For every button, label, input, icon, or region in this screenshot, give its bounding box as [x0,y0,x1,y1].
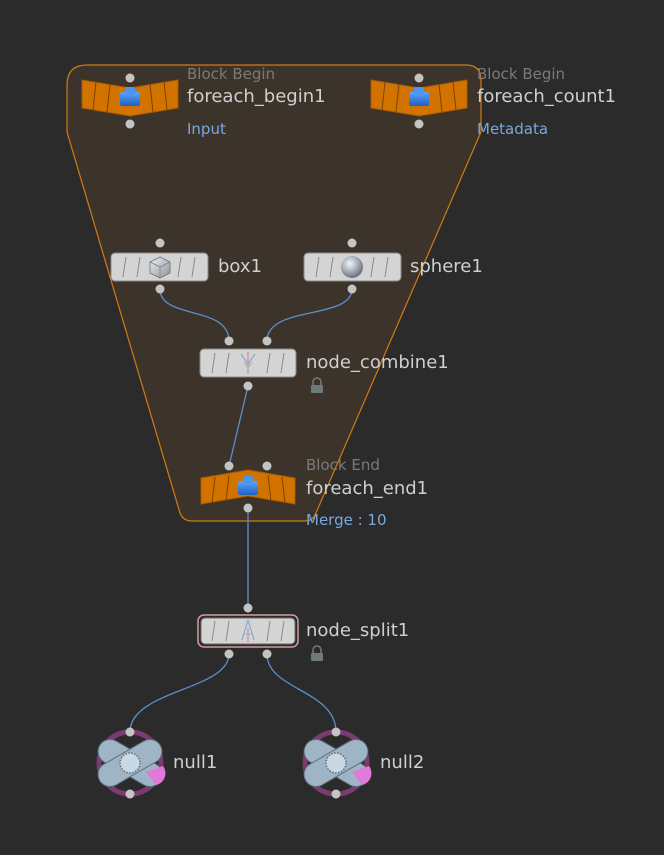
node-sphere1[interactable] [303,238,402,294]
node-foreach_end1[interactable] [200,461,296,513]
input-port[interactable] [331,727,341,737]
cube-stack-icon [238,476,258,495]
node-name-label[interactable]: node_combine1 [306,352,449,373]
wire-box1-node_combine1[interactable] [159,288,230,342]
node-type-label: Block Begin [187,65,276,83]
input-port[interactable] [347,238,357,248]
input-port-0[interactable] [224,461,234,471]
cube-stack-icon [409,87,429,106]
input-port[interactable] [125,727,135,737]
input-port[interactable] [125,73,135,83]
foreach-block-outline [66,64,482,522]
wires [129,288,353,733]
node-box1[interactable] [110,238,209,294]
node-null1[interactable] [94,727,167,799]
output-port[interactable] [331,789,341,799]
output-port[interactable] [243,503,253,513]
node-null2[interactable] [300,727,373,799]
node-name-label[interactable]: box1 [218,256,262,277]
input-port[interactable] [155,238,165,248]
output-port[interactable] [125,789,135,799]
output-port-0[interactable] [224,649,234,659]
lock-icon[interactable] [311,377,323,393]
split-icon [241,619,255,642]
null-icon [303,739,372,787]
node-name-label[interactable]: null1 [173,752,218,773]
wire-node_split1-null2[interactable] [266,653,337,733]
wire-node_combine1-foreach_end1[interactable] [228,385,249,467]
input-port[interactable] [414,73,424,83]
output-port[interactable] [414,119,424,129]
input-port-1[interactable] [262,461,272,471]
output-port[interactable] [243,381,253,391]
node-name-label[interactable]: foreach_end1 [306,478,429,499]
node-info-label: Metadata [477,120,549,138]
node-info-label: Input [187,120,226,138]
input-port-1[interactable] [262,336,272,346]
node-name-label[interactable]: node_split1 [306,620,410,641]
node-node_combine1[interactable] [199,336,297,391]
input-port[interactable] [243,603,253,613]
cube-stack-icon [120,87,140,106]
box-icon [149,256,171,279]
combine-icon [240,352,256,374]
node-name-label[interactable]: foreach_begin1 [187,86,326,107]
output-port[interactable] [155,284,165,294]
output-port-1[interactable] [262,649,272,659]
sphere-icon [341,256,363,278]
node-foreach_begin1[interactable] [81,73,179,129]
lock-icon[interactable] [311,645,323,661]
node-foreach_count1[interactable] [370,73,468,129]
null-icon [97,739,166,787]
output-port[interactable] [125,119,135,129]
node-node_split1[interactable] [197,603,299,659]
output-port[interactable] [347,284,357,294]
node-type-label: Block End [306,456,380,474]
wire-sphere1-node_combine1[interactable] [266,288,353,342]
node-info-label: Merge : 10 [306,511,387,529]
node-name-label[interactable]: null2 [380,752,425,773]
wire-node_split1-null1[interactable] [129,653,230,733]
input-port-0[interactable] [224,336,234,346]
node-type-label: Block Begin [477,65,566,83]
node-name-label[interactable]: foreach_count1 [477,86,616,107]
node-name-label[interactable]: sphere1 [410,256,483,277]
